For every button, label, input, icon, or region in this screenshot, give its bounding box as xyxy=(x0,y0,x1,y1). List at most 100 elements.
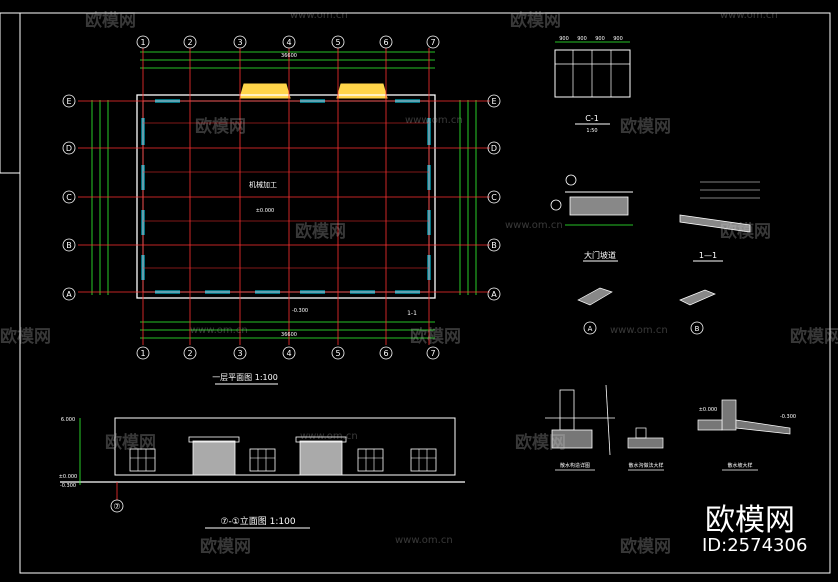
col-bubble-top-3 xyxy=(233,35,247,49)
elev-door-1 xyxy=(192,440,236,476)
window-dim-1: 900 xyxy=(559,36,569,42)
section-slope xyxy=(679,214,751,233)
wall-footing-detail: 散水构造详图 xyxy=(545,384,615,471)
watermark-url-7: www.om.cn xyxy=(190,325,248,336)
row-label-right-c: C xyxy=(491,193,497,202)
watermark-3: 欧模网 xyxy=(195,117,246,137)
window-frame xyxy=(554,49,631,98)
col-label-top-3: 3 xyxy=(237,38,242,47)
elev-window-1 xyxy=(129,448,156,472)
watermark-12: 欧模网 xyxy=(200,537,251,557)
floor-plan-title: 一层平面图 1:100 xyxy=(212,373,278,382)
wall-section xyxy=(559,389,575,431)
watermark-8: 欧模网 xyxy=(410,327,461,347)
large-ramp-level-high: -0.300 xyxy=(780,414,796,420)
outer-wall xyxy=(136,94,436,299)
overall-dim-bottom: 36600 xyxy=(281,332,297,338)
watermark-6: 欧模网 xyxy=(720,222,771,242)
row-bubble-left-a xyxy=(62,287,76,301)
row-label-left-b: B xyxy=(66,241,72,250)
watermark-10: 欧模网 xyxy=(105,433,156,453)
watermark-5: 欧模网 xyxy=(295,222,346,242)
brand-name: 欧模网 xyxy=(705,503,795,538)
row-bubble-right-e xyxy=(487,94,501,108)
col-bubble-bottom-6 xyxy=(379,346,393,360)
window-dim-4: 900 xyxy=(613,36,623,42)
floor-elevation-mark: ±0.000 xyxy=(256,208,275,214)
large-ramp-detail: ±0.000 -0.300 散水坡大样 xyxy=(697,399,796,471)
col-bubble-top-4 xyxy=(282,35,296,49)
window-dim-3: 900 xyxy=(595,36,605,42)
elev-door-1-header xyxy=(188,436,240,443)
col-bubble-bottom-7 xyxy=(426,346,440,360)
col-bubble-top-1 xyxy=(136,35,150,49)
watermark-9: 欧模网 xyxy=(790,327,838,347)
col-label-bottom-6: 6 xyxy=(383,349,388,358)
wall-detail-title: 散水构造详图 xyxy=(560,462,590,469)
col-bubble-bottom-5 xyxy=(331,346,345,360)
col-bubble-top-7 xyxy=(426,35,440,49)
row-bubble-right-a xyxy=(487,287,501,301)
elev-axis-label: ⑦ xyxy=(113,502,120,511)
col-bubble-top-2 xyxy=(183,35,197,49)
row-label-left-e: E xyxy=(66,97,71,106)
col-label-top-5: 5 xyxy=(335,38,340,47)
row-label-left-c: C xyxy=(66,193,72,202)
row-bubble-right-c xyxy=(487,190,501,204)
watermark-url-1: www.om.cn xyxy=(290,10,348,21)
gate-ramp-bubble-left xyxy=(550,199,562,211)
large-ramp-outer xyxy=(735,419,791,435)
elevation-title: ⑦-①立面图 1:100 xyxy=(220,515,295,527)
col-label-top-4: 4 xyxy=(286,38,291,47)
gate-ramp-body xyxy=(569,196,629,216)
overall-dim-top: 36600 xyxy=(281,53,297,59)
large-ramp-wall xyxy=(721,399,737,431)
small-ramp-base xyxy=(627,437,664,449)
col-bubble-bottom-3 xyxy=(233,346,247,360)
col-label-top-2: 2 xyxy=(187,38,192,47)
row-bubble-right-b xyxy=(487,238,501,252)
row-label-left-a: A xyxy=(66,290,72,299)
section-title: 1—1 xyxy=(699,251,717,260)
elev-axis-bubble xyxy=(110,499,124,513)
row-bubble-left-d xyxy=(62,141,76,155)
room-label: 机械加工 xyxy=(249,180,277,189)
footing xyxy=(551,429,593,449)
large-ramp-level-low: ±0.000 xyxy=(699,407,718,413)
gate-ramp-title: 大门坡道 xyxy=(584,250,616,260)
col-label-bottom-3: 3 xyxy=(237,349,242,358)
col-bubble-top-5 xyxy=(331,35,345,49)
watermark-url-5: www.om.cn xyxy=(505,220,563,231)
window-dim-2: 900 xyxy=(577,36,587,42)
large-ramp-title: 散水坡大样 xyxy=(727,462,752,469)
col-bubble-top-6 xyxy=(379,35,393,49)
col-label-bottom-7: 7 xyxy=(430,349,435,358)
window-title: C-1 xyxy=(585,114,599,123)
small-ramp-title: 散水沟做法大样 xyxy=(628,462,663,469)
watermark-7: 欧模网 xyxy=(0,327,51,347)
watermark-1: 欧模网 xyxy=(85,11,136,31)
watermark-url-12: www.om.cn xyxy=(395,535,453,546)
detail-a-bubble xyxy=(583,321,597,335)
drawing-frame xyxy=(19,12,831,574)
col-bubble-bottom-2 xyxy=(183,346,197,360)
col-label-top-6: 6 xyxy=(383,38,388,47)
row-bubble-left-e xyxy=(62,94,76,108)
gate-ramp-detail: 大门坡道 xyxy=(550,174,633,262)
section-detail: 1—1 xyxy=(679,181,760,262)
watermark-url-10: www.om.cn xyxy=(300,431,358,442)
row-bubble-right-d xyxy=(487,141,501,155)
gate-ramp-bubble-top xyxy=(565,174,577,186)
floor-plan: 1 2 3 4 5 6 7 1 2 3 4 5 6 7 xyxy=(62,35,501,385)
watermark-url-3: www.om.cn xyxy=(405,115,463,126)
title-block xyxy=(0,12,21,174)
row-label-right-b: B xyxy=(491,241,497,250)
wall-edge xyxy=(605,384,611,456)
watermark-url-2: www.om.cn xyxy=(720,10,778,21)
window-scale: 1:50 xyxy=(586,128,597,134)
row-bubble-left-b xyxy=(62,238,76,252)
skylight-left xyxy=(239,83,291,99)
col-label-bottom-1: 1 xyxy=(140,349,145,358)
elev-window-3 xyxy=(357,448,384,472)
